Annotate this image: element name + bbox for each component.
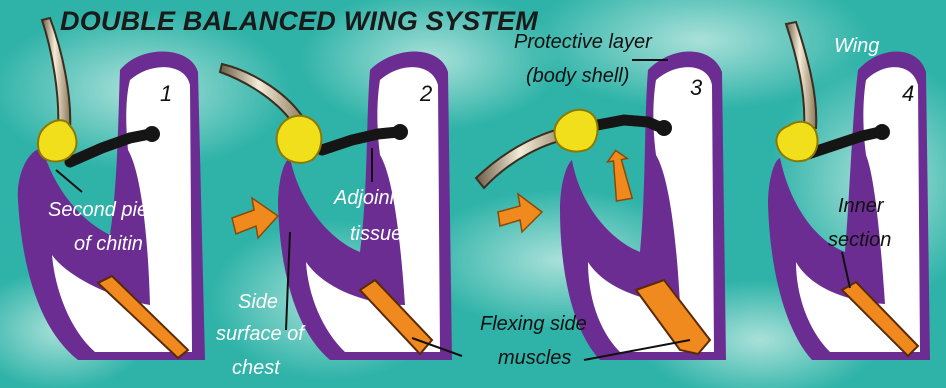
label-side-line3: chest <box>232 356 280 380</box>
label-protective-line2: (body shell) <box>526 64 629 88</box>
label-second-piece-line1: Second piece <box>48 198 169 222</box>
panel-2-number: 2 <box>420 82 432 106</box>
label-side-line1: Side <box>238 290 278 314</box>
label-protective-line1: Protective layer <box>514 30 652 54</box>
label-adjoining-line2: tissue <box>350 222 402 246</box>
panel-2-chitin-joint <box>277 116 322 163</box>
label-flexing-line2: muscles <box>498 346 571 370</box>
diagram-title: DOUBLE BALANCED WING SYSTEM <box>60 6 538 37</box>
label-inner-line1: Inner <box>838 194 884 218</box>
label-adjoining-line1: Adjoining <box>334 186 416 210</box>
panel-3-number: 3 <box>690 76 702 100</box>
label-wing: Wing <box>834 34 879 58</box>
label-flexing-line1: Flexing side <box>480 312 587 336</box>
label-inner-line2: section <box>828 228 891 252</box>
panel-1-number: 1 <box>160 82 172 106</box>
label-side-line2: surface of <box>216 322 304 346</box>
panel-4-number: 4 <box>902 82 914 106</box>
label-second-piece-line2: of chitin <box>74 232 143 256</box>
